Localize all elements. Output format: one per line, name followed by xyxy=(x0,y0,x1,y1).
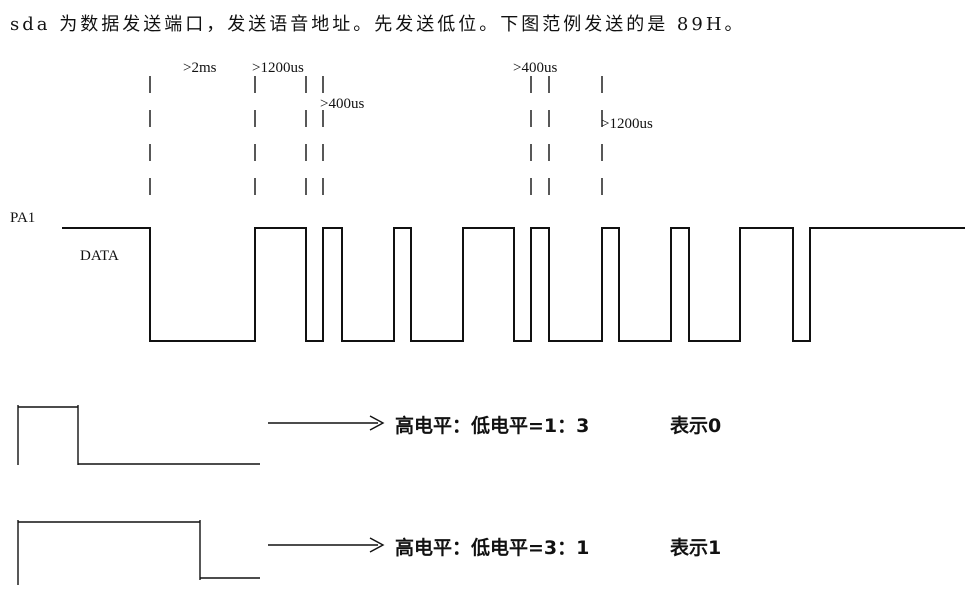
data-waveform xyxy=(62,227,965,342)
legend-bit0-ratio: 高电平：低电平=1：3 xyxy=(395,414,589,437)
label-start-low: >2ms xyxy=(183,60,217,76)
timing-markers xyxy=(149,76,603,212)
legend-bit0-arrow-icon xyxy=(369,415,385,431)
legend-bit1-meaning: 表示1 xyxy=(670,536,721,559)
legend-bit0-waveform xyxy=(17,405,260,465)
label-high-1200-a: >1200us xyxy=(252,60,304,76)
legend-bit1-ratio: 高电平：低电平=3：1 xyxy=(395,536,589,559)
label-high-400: >400us xyxy=(513,60,557,76)
diagram-caption: sda 为数据发送端口，发送语音地址。先发送低位。下图范例发送的是 89H。 xyxy=(10,14,746,35)
pin-label: PA1 xyxy=(10,210,35,226)
data-label: DATA xyxy=(80,248,119,264)
label-high-1200-b: >1200us xyxy=(601,116,653,132)
legend-bit1-waveform xyxy=(17,520,260,585)
legend-bit0-meaning: 表示0 xyxy=(670,414,721,437)
legend-bit1-arrow-icon xyxy=(369,537,385,553)
label-low-400-a: >400us xyxy=(320,96,364,112)
